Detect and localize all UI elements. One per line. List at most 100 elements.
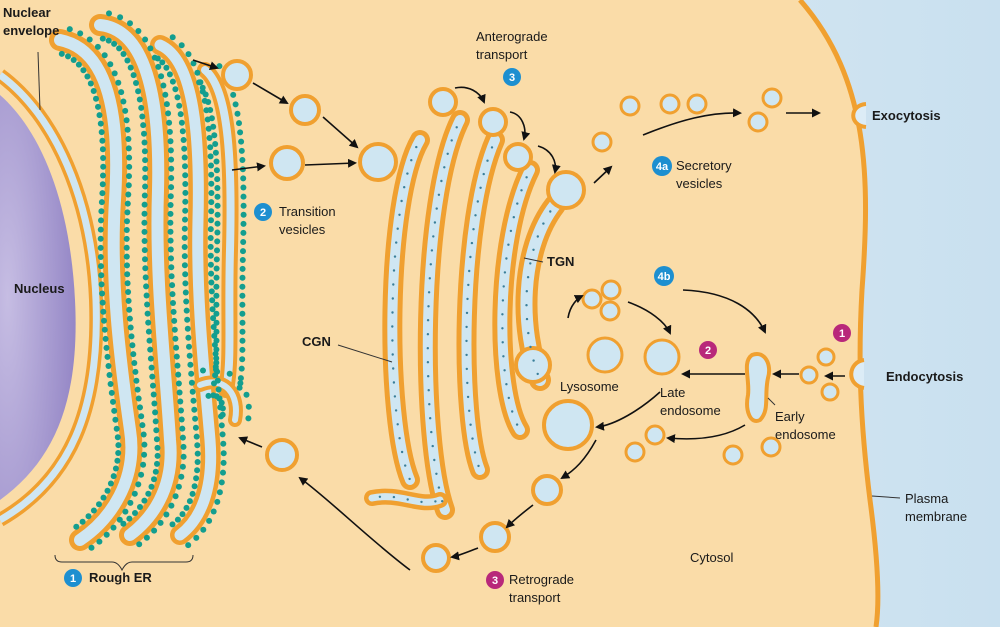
ribosome-dot: [179, 511, 186, 518]
ribosome-dot: [158, 73, 165, 80]
ribosome-dot: [190, 60, 197, 67]
ribosome-dot: [213, 346, 220, 353]
cargo-dot: [432, 235, 435, 238]
ribosome-dot: [239, 283, 246, 290]
badge-anterograde-number: 3: [509, 72, 515, 84]
cargo-dots: [378, 126, 552, 504]
cargo-dot: [428, 277, 431, 280]
ribosome-dot: [214, 176, 221, 183]
ribosome-dot: [148, 483, 155, 490]
nuclear-envelope-lumen: [0, 72, 100, 524]
ribosome-dot: [240, 220, 247, 227]
ribosome-dot: [133, 377, 140, 384]
ribosome-dot: [239, 301, 246, 308]
ribosome-dot: [107, 61, 114, 68]
cargo-dot: [404, 464, 407, 467]
ribosome-dot: [139, 113, 146, 120]
ribosome-dot: [163, 64, 170, 71]
ribosome-dot: [220, 459, 227, 466]
ribosome-dot: [213, 328, 220, 335]
ribosome-dot: [171, 326, 178, 333]
ribosome-dot: [152, 418, 159, 425]
ribosome-dot: [207, 107, 214, 113]
ribosome-dot: [182, 289, 189, 296]
cargo-dot: [520, 189, 523, 192]
ribosome-dot: [181, 154, 188, 161]
ribosome-dot: [131, 490, 138, 497]
ribosomes: [58, 10, 252, 551]
ribosome-dot: [87, 80, 94, 87]
label-nuclear-1: Nuclear: [3, 5, 51, 20]
ribosome-dot: [202, 91, 209, 98]
ribosome-dot: [124, 209, 131, 216]
ribosome-dot: [98, 272, 105, 279]
ribosome-dot: [175, 371, 182, 378]
ribosome-dot: [214, 238, 221, 245]
ribosome-dot: [166, 119, 173, 126]
label-cgn: CGN: [302, 334, 331, 349]
cargo-dot: [408, 477, 411, 481]
cargo-dot: [469, 255, 472, 259]
badge-endocytosis-number: 1: [839, 328, 845, 340]
ribosome-dot: [239, 274, 246, 281]
ribosome-dot: [234, 110, 241, 117]
ribosome-dot: [240, 202, 247, 209]
ribosome-dot: [213, 274, 220, 281]
ribosome-dot: [193, 475, 200, 482]
ribosome-dot: [124, 57, 131, 64]
cargo-dot: [509, 229, 513, 233]
label-early-endosome-1: Early: [775, 409, 805, 424]
ribosome-dot: [97, 254, 104, 260]
ribosome-dot: [115, 79, 122, 86]
cargo-dot: [474, 214, 477, 217]
ribosome-dot: [180, 443, 187, 450]
ribosome-dot: [66, 26, 73, 33]
badge-secretory: 4a: [652, 156, 672, 176]
ribosome-dot: [73, 523, 80, 530]
label-late-endosome-1: Late: [660, 385, 685, 400]
cargo-dot: [505, 257, 508, 260]
ribosome-dot: [208, 190, 215, 196]
ribosome-dot: [211, 380, 217, 387]
ribosome-dot: [135, 481, 142, 488]
cargo-dot: [400, 450, 404, 454]
ribosome-dot: [145, 319, 152, 326]
label-retrograde-1: Retrograde: [509, 572, 574, 587]
ribosome-dot: [178, 407, 184, 414]
cargo-dot: [527, 331, 530, 335]
secretory-vesicles: [591, 87, 783, 153]
cargo-dot: [465, 353, 468, 357]
badge-retrograde-number: 3: [492, 575, 498, 587]
ribosome-dot: [213, 283, 220, 290]
ribosome-dot: [179, 425, 186, 432]
cargo-dot: [426, 333, 430, 336]
cargo-dot: [529, 262, 532, 265]
ribosome-dot: [210, 508, 217, 515]
ribosome-dot: [147, 45, 154, 52]
ribosome-dot: [86, 36, 93, 43]
ribosome-dot: [96, 112, 103, 119]
ribosome-dot: [196, 79, 203, 86]
ribosome-dot: [147, 346, 154, 353]
ribosome-dot: [167, 210, 174, 217]
cargo-dot: [396, 227, 399, 230]
ribosome-dot: [194, 442, 201, 449]
ribosome-dot: [124, 126, 131, 133]
ribosome-dot: [143, 534, 150, 541]
ribosome-dot: [220, 469, 226, 476]
ribosome-dot: [179, 128, 186, 135]
ribosome-dot: [172, 86, 179, 93]
ribosome-dot: [185, 542, 192, 549]
cargo-dot: [403, 186, 406, 189]
ribosome-dot: [208, 288, 215, 295]
ribosome-dot: [167, 147, 174, 154]
ribosome-dot: [114, 457, 121, 464]
ribosome-dot: [125, 191, 132, 198]
cargo-dot: [465, 367, 468, 371]
ribosome-dot: [240, 193, 247, 200]
ribosome-dot: [181, 244, 188, 250]
cargo-dot: [512, 216, 515, 219]
ribosome-dot: [99, 137, 106, 144]
cargo-dot: [430, 430, 433, 434]
ribosome-dot: [245, 415, 252, 422]
